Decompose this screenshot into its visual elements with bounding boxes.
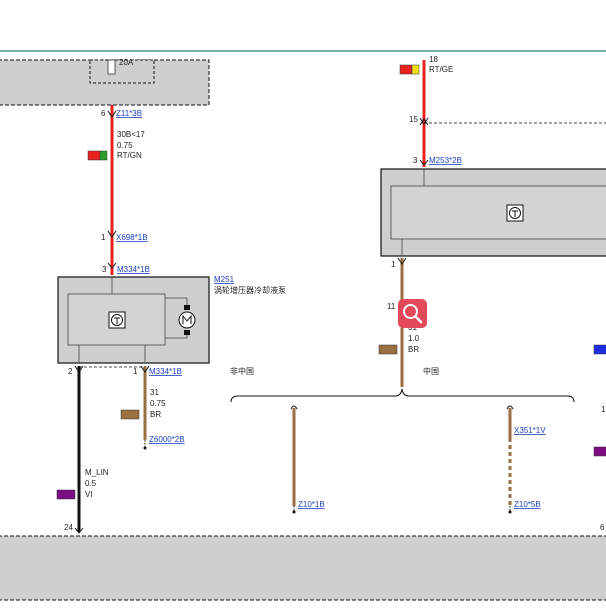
wire-top-right[interactable] [419, 60, 429, 167]
component-name: 涡轮增压器冷却液泵 [214, 285, 286, 295]
wire-color-tag-rt-gn [87, 150, 108, 161]
control-module-icon [108, 311, 126, 329]
pin-6: 6 [101, 109, 106, 118]
pin-1-ground: 1 [133, 367, 138, 376]
wire-size: 0.75 [117, 141, 133, 150]
fuse-carrier[interactable]: 20A [0, 58, 210, 106]
motor-icon [178, 311, 196, 329]
wire-color-tag-br [120, 409, 140, 420]
pin-1: 1 [101, 233, 106, 242]
connector-m334-1b[interactable]: M334*1B [149, 367, 182, 376]
splice-z10-5b[interactable]: Z10*5B [514, 500, 541, 509]
wire-ground-pump[interactable] [140, 365, 150, 450]
bottom-component-box[interactable] [0, 535, 606, 601]
wire-color-tag-blue-edge [593, 344, 606, 355]
magnifier-icon [403, 304, 423, 324]
pin-15: 15 [409, 115, 418, 124]
splice-z10-1b[interactable]: Z10*1B [298, 500, 325, 509]
variant-china: 中国 [423, 366, 439, 376]
connector-z11-3b[interactable]: Z11*3B [116, 109, 142, 118]
pin-1-right: 1 [391, 260, 396, 269]
component-module-right[interactable] [380, 168, 606, 257]
connector-m253-2b[interactable]: M253*2B [429, 156, 462, 165]
wire-color-tag-violet-edge [593, 446, 606, 457]
wire-variant-right[interactable] [506, 405, 514, 514]
wire-color-code-rt-ge: RT/GE [429, 65, 453, 74]
wire-size-ground: 0.75 [150, 399, 166, 408]
connector-x698-1b[interactable]: X698*1B [116, 233, 148, 242]
fuse-icon [107, 59, 116, 75]
wire-color-code: RT/GN [117, 151, 142, 160]
wire-terminal-31: 31 [150, 388, 159, 397]
edge-pin-6: 6 [600, 523, 605, 532]
wire-terminal: 30B<17 [117, 130, 145, 139]
signal-name: M_LIN [85, 468, 109, 477]
splice-x351-1v[interactable]: X351*1V [514, 426, 546, 435]
pin-tag-18: 18 [429, 55, 438, 64]
pin-11: 11 [387, 302, 396, 311]
component-pump-m251[interactable] [57, 276, 210, 364]
connector-m334-1b-top[interactable]: M334*1B [117, 265, 150, 274]
variant-non-china: 非中国 [230, 366, 254, 376]
component-id-m251[interactable]: M251 [214, 275, 235, 284]
splice-z6000-2b[interactable]: Z6000*2B [149, 435, 185, 444]
module-icon-right [506, 204, 524, 222]
pin-3: 3 [102, 265, 107, 274]
wire-color-code-br-right: BR [408, 345, 419, 354]
wire-size-lin: 0.5 [85, 479, 97, 488]
wire-variant-left[interactable] [290, 405, 298, 514]
wire-lin[interactable] [74, 365, 84, 534]
wire-fuse-relay[interactable] [107, 105, 117, 275]
wire-color-tag-rt-ge [399, 64, 420, 75]
pin-3-right: 3 [413, 156, 418, 165]
edge-pin-1: 1 [601, 405, 606, 414]
fuse-rating: 20A [119, 58, 134, 67]
wire-color-code-br: BR [150, 410, 161, 419]
wire-color-tag-br-right [378, 344, 398, 355]
wire-size-right: 1.0 [408, 334, 420, 343]
pin-2: 2 [68, 367, 73, 376]
pin-24: 24 [64, 523, 73, 532]
wire-color-code-lin: VI [85, 490, 93, 499]
variant-brace [230, 388, 575, 403]
zoom-button[interactable] [398, 299, 427, 328]
wire-color-tag-vi [56, 489, 76, 500]
